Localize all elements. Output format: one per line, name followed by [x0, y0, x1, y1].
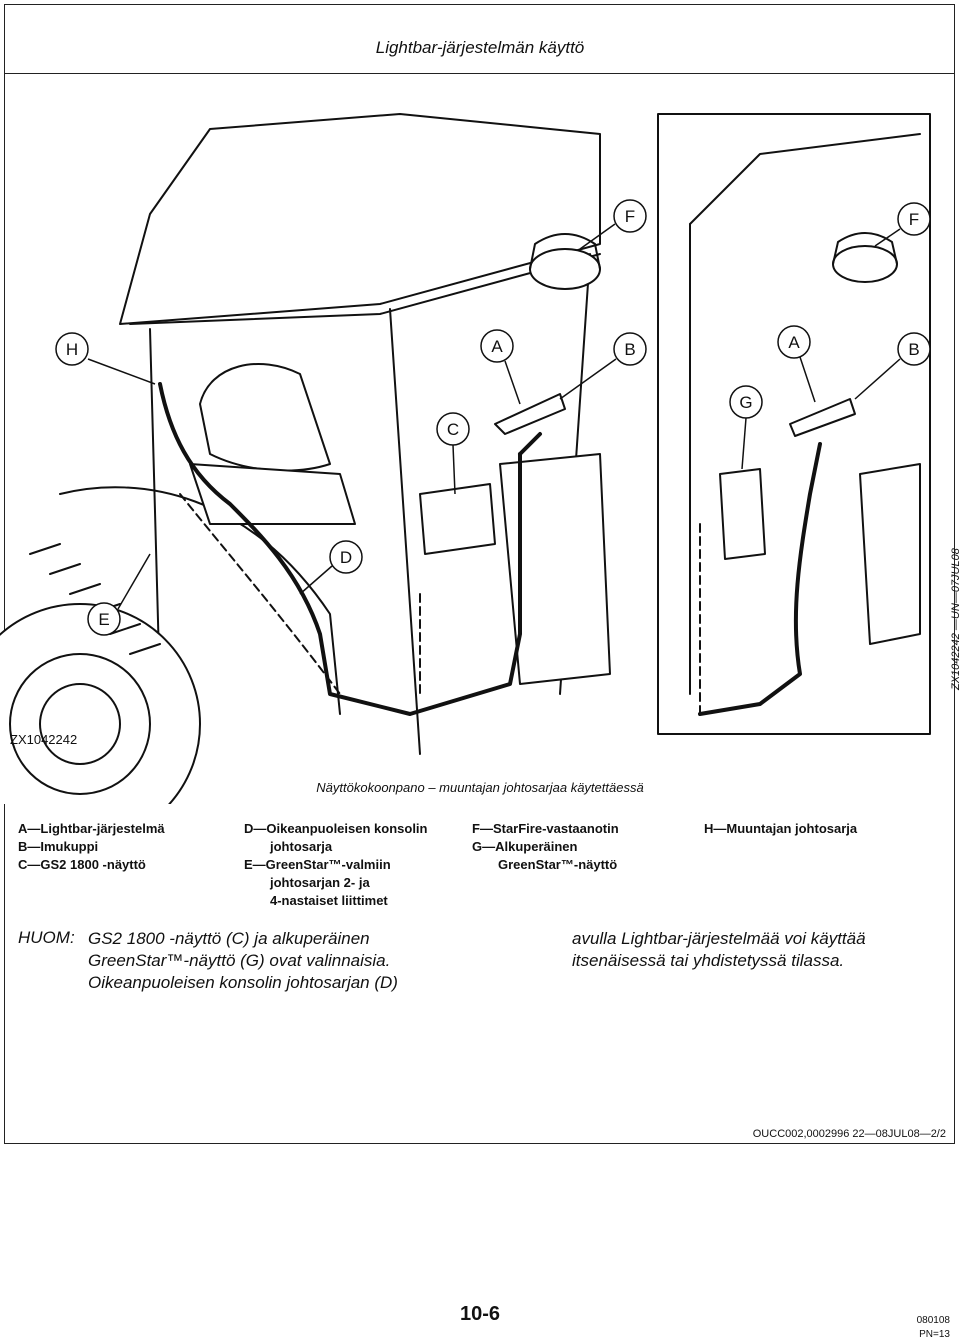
note-label: HUOM:	[18, 928, 75, 947]
callout-a2	[777, 325, 816, 403]
document-reference: OUCC002,0002996 22—08JUL08—2/2	[748, 1128, 950, 1140]
note-line-5: itsenäisessä tai yhdistetyssä tilassa.	[572, 951, 845, 970]
legend-item-d-cont: johtosarja	[270, 839, 333, 854]
legend-column-3: F—StarFire-vastaanotin G—Alkuperäinen Gr…	[472, 820, 619, 874]
callout-f1	[579, 199, 647, 250]
legend-item-h: H—Muuntajan johtosarja	[704, 821, 858, 836]
legend-item-b: B—Imukuppi	[18, 839, 99, 854]
note-line-1: GS2 1800 -näyttö (C) ja alkuperäinen	[88, 929, 370, 948]
callout-f2	[874, 202, 931, 247]
note-right: avulla Lightbar-järjestelmää voi käyttää…	[572, 928, 866, 972]
legend-item-e-cont2: 4-nastaiset liittimet	[270, 893, 388, 908]
note-line-3: Oikeanpuoleisen konsolin johtosarjan (D)	[88, 973, 398, 992]
callout-c-label: C	[447, 420, 459, 439]
callout-e-label: E	[98, 610, 109, 629]
figure-caption: Näyttökokoonpano – muuntajan johtosarjaa…	[316, 780, 644, 795]
legend-item-g-cont: GreenStar™-näyttö	[498, 857, 618, 872]
callout-h	[55, 332, 156, 385]
figure-side-id: ZX1042242 —UN—07JUL08	[950, 548, 960, 690]
legend-column-2: D—Oikeanpuoleisen konsolin johtosarja E—…	[244, 820, 427, 910]
print-code-1: 080108	[916, 1315, 950, 1326]
callout-f2-label: F	[909, 210, 919, 229]
page-number: 10-6	[459, 1303, 501, 1325]
legend-item-d: D—Oikeanpuoleisen konsolin	[244, 821, 428, 836]
legend-item-f: F—StarFire-vastaanotin	[472, 821, 619, 836]
legend-item-e-cont1: johtosarjan 2- ja	[270, 875, 370, 890]
callout-g-label: G	[739, 393, 752, 412]
callout-b1	[559, 332, 647, 400]
callout-b2	[854, 332, 931, 400]
note-left: GS2 1800 -näyttö (C) ja alkuperäinen Gre…	[88, 928, 398, 994]
legend-item-a: A—Lightbar-järjestelmä	[18, 821, 165, 836]
callout-h-label: H	[66, 340, 78, 359]
tractor-cab-illustration: H E D C A B F F G A B	[0, 74, 960, 804]
print-code-2: PN=13	[919, 1329, 950, 1340]
legend-item-c: C—GS2 1800 -näyttö	[18, 857, 146, 872]
print-code: 080108 PN=13	[917, 1314, 950, 1342]
page-title: Lightbar-järjestelmän käyttö	[375, 38, 585, 57]
callout-b2-label: B	[908, 340, 919, 359]
note-line-4: avulla Lightbar-järjestelmää voi käyttää	[572, 929, 866, 948]
callout-d-label: D	[340, 548, 352, 567]
legend-column-4: H—Muuntajan johtosarja	[704, 820, 857, 838]
figure-id: ZX1042242	[10, 732, 78, 747]
callout-b1-label: B	[624, 340, 635, 359]
callout-a1-label: A	[491, 337, 503, 356]
callout-a2-label: A	[788, 333, 800, 352]
callout-g	[729, 385, 763, 470]
page-frame	[4, 4, 955, 1144]
callout-f1-label: F	[625, 207, 635, 226]
legend-column-1: A—Lightbar-järjestelmä B—Imukuppi C—GS2 …	[18, 820, 165, 874]
callout-c	[436, 412, 470, 495]
legend-item-g: G—Alkuperäinen	[472, 839, 578, 854]
title-divider	[4, 73, 955, 74]
legend-item-e: E—GreenStar™-valmiin	[244, 857, 391, 872]
callout-e	[87, 553, 151, 636]
callout-d	[299, 540, 363, 595]
note-line-2: GreenStar™-näyttö (G) ovat valinnaisia.	[88, 951, 391, 970]
callout-a1	[480, 329, 521, 405]
